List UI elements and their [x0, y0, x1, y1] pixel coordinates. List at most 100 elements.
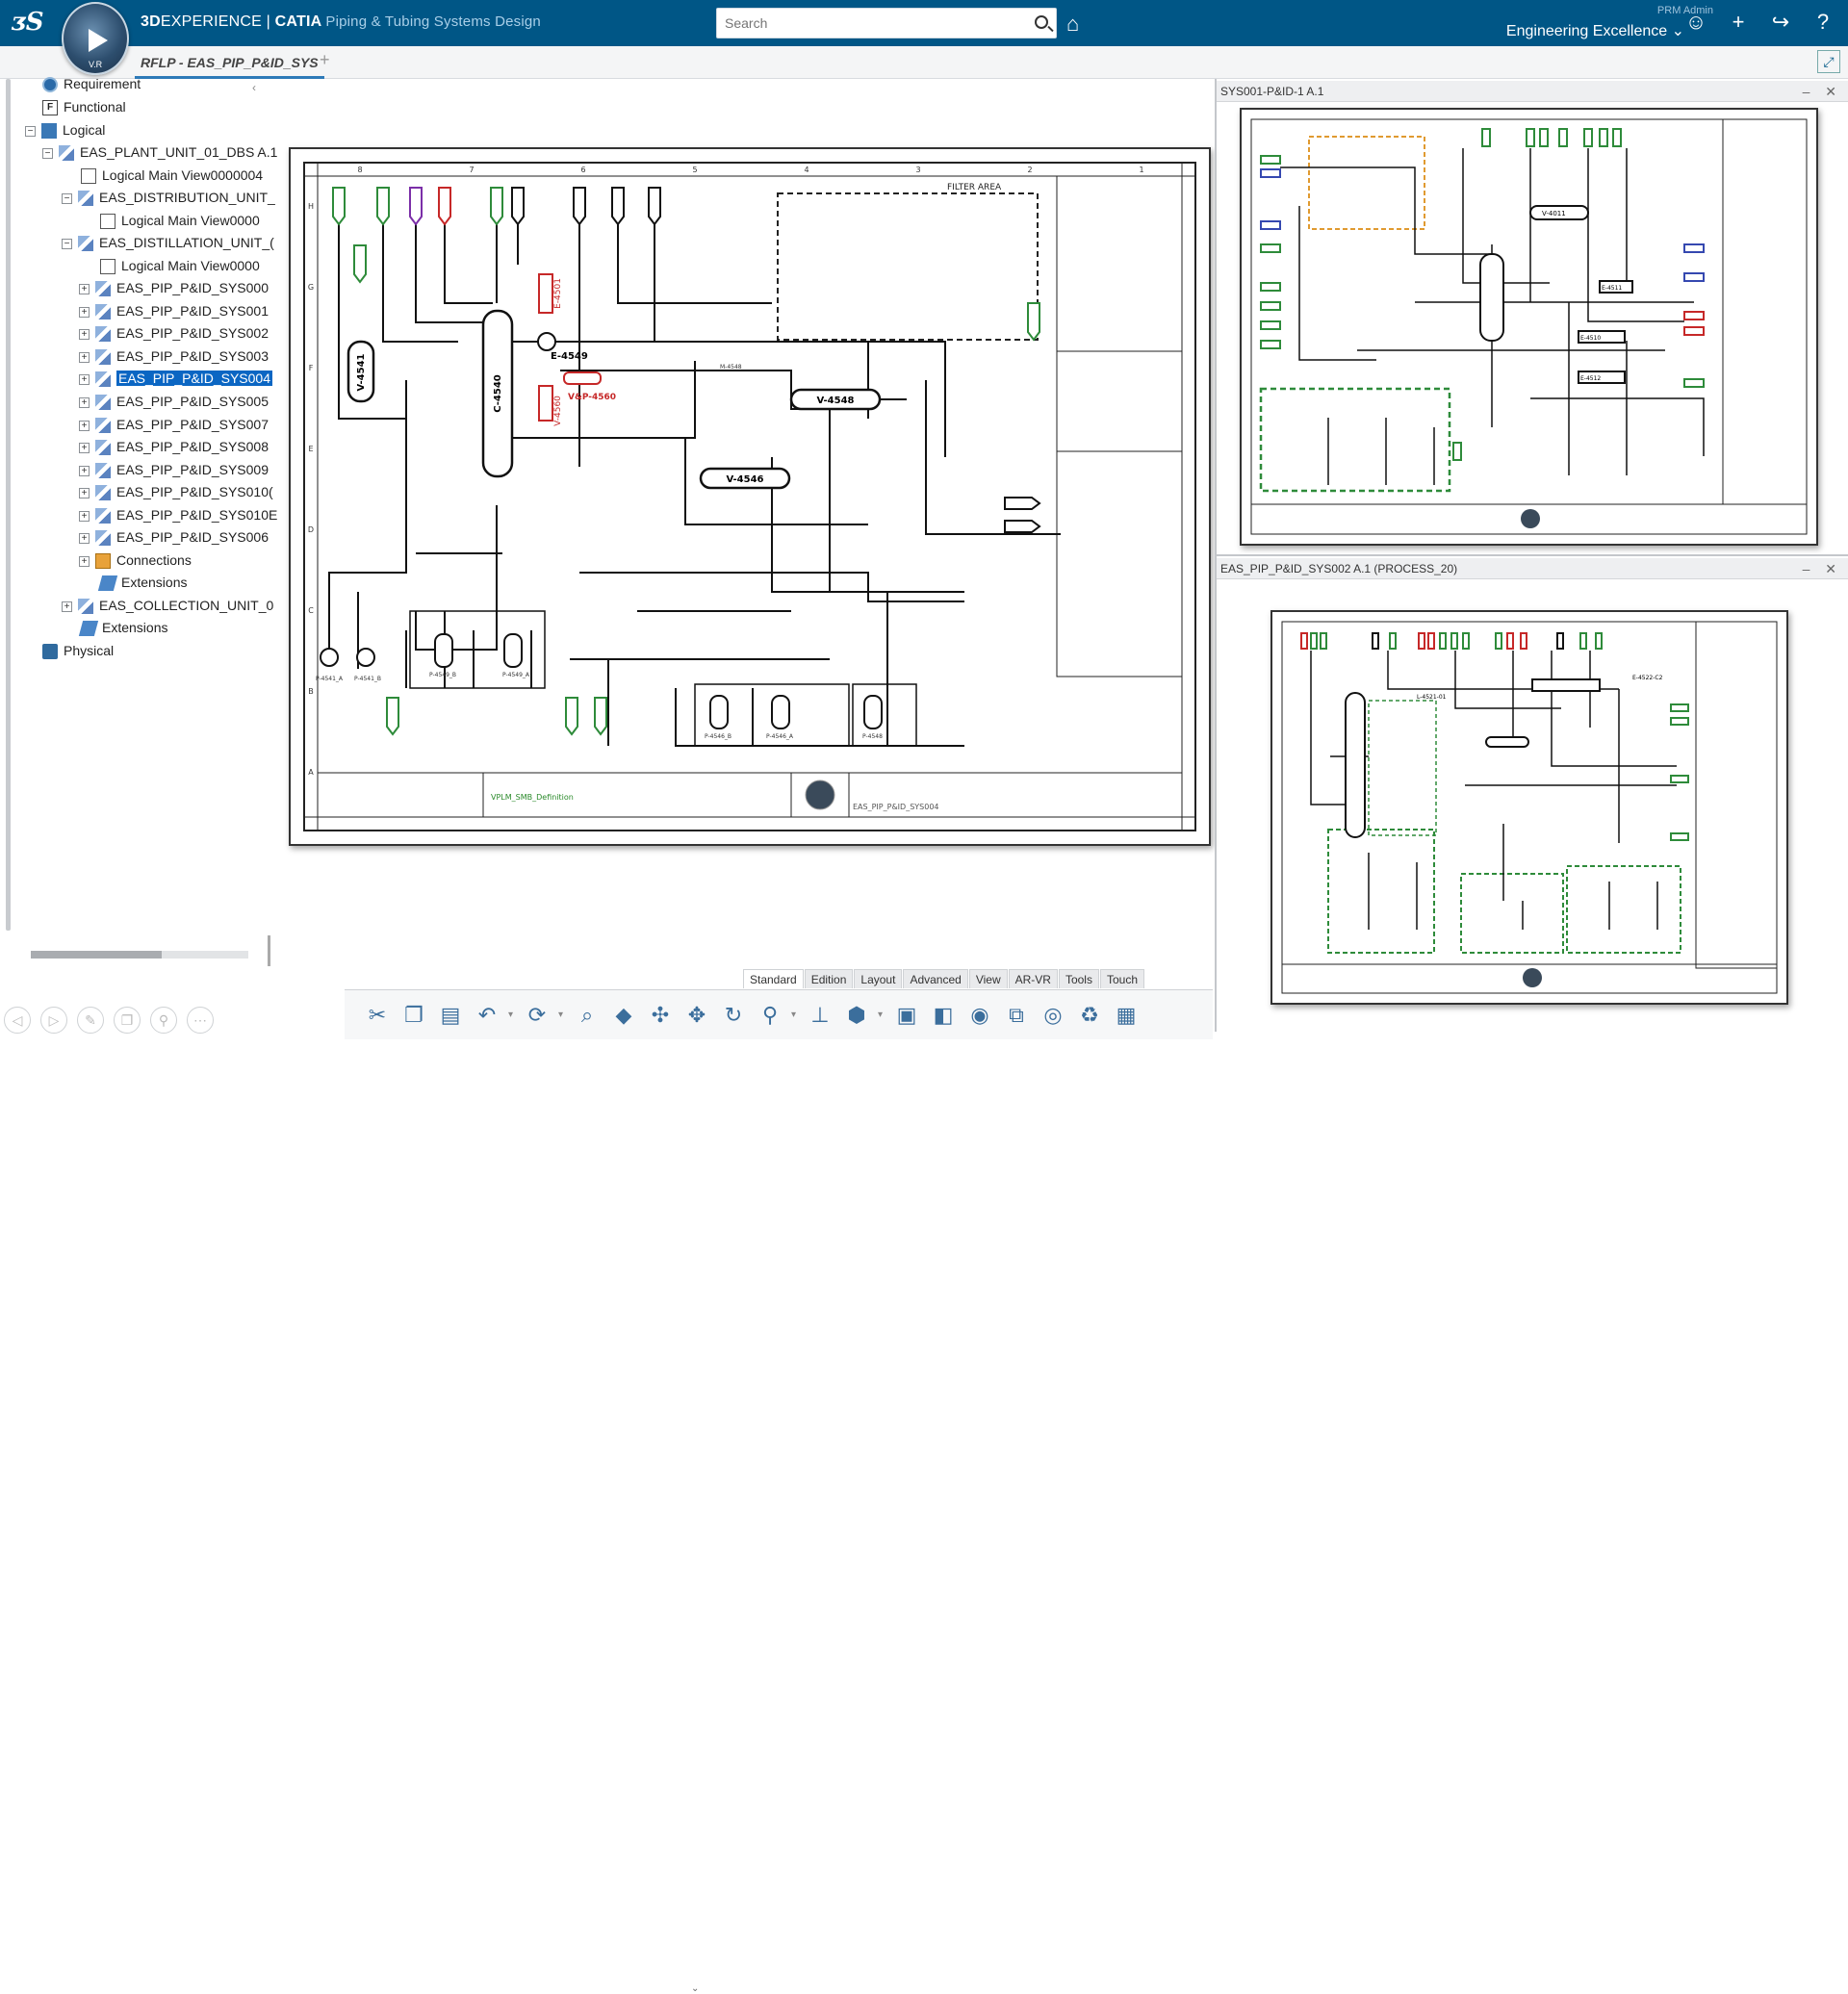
- tree-node-sys008[interactable]: +EAS_PIP_P&ID_SYS008: [79, 436, 269, 457]
- tree-node-sys010c[interactable]: +EAS_PIP_P&ID_SYS010(: [79, 481, 273, 502]
- tab-view[interactable]: View: [969, 969, 1008, 988]
- zoom-icon[interactable]: ⚲: [755, 999, 785, 1032]
- tree-node-distillation-unit[interactable]: −EAS_DISTILLATION_UNIT_(: [62, 232, 274, 253]
- collab-space-dropdown[interactable]: Engineering Excellence ⌄: [1502, 21, 1684, 40]
- tree-node-connections[interactable]: +Connections: [79, 550, 192, 571]
- collapse-icon[interactable]: −: [42, 148, 53, 159]
- measure-icon[interactable]: ◎: [1038, 999, 1068, 1032]
- tab-tools[interactable]: Tools: [1059, 969, 1099, 988]
- tree-node-sys001[interactable]: +EAS_PIP_P&ID_SYS001: [79, 300, 269, 321]
- shading-icon[interactable]: ◧: [928, 999, 959, 1032]
- sys001-drawing-sheet[interactable]: V-4011 E-4511 E-4510 E-4512: [1240, 108, 1818, 546]
- tree-node-physical[interactable]: Physical: [42, 640, 114, 661]
- compass-icon[interactable]: V.R: [62, 2, 129, 75]
- tree-node-sys010e[interactable]: +EAS_PIP_P&ID_SYS010E: [79, 504, 277, 525]
- rewind-icon[interactable]: ◁: [4, 1007, 31, 1034]
- tree-node-extensions[interactable]: Extensions: [100, 572, 187, 593]
- tab-edition[interactable]: Edition: [805, 969, 854, 988]
- user-icon[interactable]: ☺: [1682, 10, 1709, 35]
- tree-node-requirement[interactable]: Requirement: [42, 73, 141, 94]
- play-icon[interactable]: ▷: [40, 1007, 67, 1034]
- tab-touch[interactable]: Touch: [1100, 969, 1144, 988]
- tree-node-sys003[interactable]: +EAS_PIP_P&ID_SYS003: [79, 345, 269, 367]
- copy-icon[interactable]: ❐: [398, 999, 429, 1032]
- tree-vertical-scrollbar[interactable]: [6, 79, 11, 931]
- expand-icon[interactable]: +: [79, 284, 90, 294]
- fly-icon[interactable]: ⌕: [572, 999, 603, 1032]
- layer-icon[interactable]: ▣: [891, 999, 922, 1032]
- tree-node-plant-unit[interactable]: −EAS_PLANT_UNIT_01_DBS A.1: [42, 141, 277, 163]
- expand-icon[interactable]: +: [79, 421, 90, 431]
- tree-node-collection-unit[interactable]: +EAS_COLLECTION_UNIT_0: [62, 595, 273, 616]
- tab-rflp[interactable]: RFLP - EAS_PIP_P&ID_SYS: [135, 52, 324, 79]
- search-icon[interactable]: [1035, 15, 1048, 29]
- more-icon[interactable]: ⋯: [187, 1007, 214, 1034]
- pan-icon[interactable]: ✥: [681, 999, 712, 1032]
- fit-all-icon[interactable]: ✣: [645, 999, 676, 1032]
- expand-icon[interactable]: +: [79, 374, 90, 385]
- maximize-icon[interactable]: ⤢: [1817, 50, 1840, 73]
- copy-icon[interactable]: ❐: [114, 1007, 141, 1034]
- panel-controls[interactable]: – ✕: [1803, 558, 1842, 579]
- sys002-drawing-sheet[interactable]: E-4522-C2 L-4521-01: [1270, 610, 1788, 1005]
- search-input[interactable]: [717, 9, 1015, 38]
- expand-icon[interactable]: +: [79, 466, 90, 476]
- search-icon[interactable]: ⚲: [150, 1007, 177, 1034]
- tab-standard[interactable]: Standard: [743, 969, 804, 988]
- help-icon[interactable]: ?: [1810, 10, 1836, 35]
- add-tab-icon[interactable]: +: [320, 50, 330, 70]
- panel-resize-handle[interactable]: [268, 935, 270, 966]
- expand-icon[interactable]: +: [79, 488, 90, 498]
- pin-icon[interactable]: ⌄: [691, 1983, 699, 1994]
- expand-icon[interactable]: +: [79, 307, 90, 318]
- expand-icon[interactable]: +: [62, 601, 72, 612]
- tree-node-view[interactable]: Logical Main View0000: [100, 210, 260, 231]
- expand-icon[interactable]: +: [79, 352, 90, 363]
- tree-node-functional[interactable]: FFunctional: [42, 96, 126, 117]
- tree-node-sys007[interactable]: +EAS_PIP_P&ID_SYS007: [79, 414, 269, 435]
- panel-controls[interactable]: – ✕: [1803, 81, 1842, 102]
- swap-icon[interactable]: ⧉: [1001, 999, 1032, 1032]
- view-cube-icon[interactable]: ◆: [608, 999, 639, 1032]
- update-icon[interactable]: ⟳: [522, 999, 552, 1032]
- hide-show-icon[interactable]: ◉: [964, 999, 995, 1032]
- tree-node-sys006[interactable]: +EAS_PIP_P&ID_SYS006: [79, 526, 269, 548]
- grid-icon[interactable]: ▦: [1111, 999, 1142, 1032]
- tree-node-sys004[interactable]: +EAS_PIP_P&ID_SYS004: [79, 368, 272, 389]
- ds-logo-icon[interactable]: ᴣS: [12, 8, 46, 38]
- expand-icon[interactable]: +: [79, 511, 90, 522]
- tree-node-sys000[interactable]: +EAS_PIP_P&ID_SYS000: [79, 277, 269, 298]
- collapse-icon[interactable]: −: [62, 193, 72, 204]
- scrollbar-thumb[interactable]: [31, 951, 162, 959]
- rotate-icon[interactable]: ↻: [718, 999, 749, 1032]
- cut-icon[interactable]: ✂: [362, 999, 393, 1032]
- normal-view-icon[interactable]: ⊥: [805, 999, 835, 1032]
- share-icon[interactable]: ↪: [1767, 10, 1794, 35]
- expand-icon[interactable]: +: [79, 556, 90, 567]
- dropdown-arrow-icon[interactable]: ▾: [558, 1010, 566, 1020]
- play-icon[interactable]: [89, 29, 108, 52]
- add-icon[interactable]: +: [1725, 10, 1752, 35]
- undo-icon[interactable]: ↶: [472, 999, 502, 1032]
- expand-icon[interactable]: +: [79, 533, 90, 544]
- tag-icon[interactable]: ⌂: [1066, 12, 1079, 37]
- tree-node-sys002[interactable]: +EAS_PIP_P&ID_SYS002: [79, 322, 269, 344]
- tree-node-logical[interactable]: −Logical: [25, 119, 105, 141]
- tree-node-sys005[interactable]: +EAS_PIP_P&ID_SYS005: [79, 391, 269, 412]
- panel-title-sys001[interactable]: SYS001-P&ID-1 A.1 – ✕: [1217, 81, 1848, 102]
- tree-node-sys009[interactable]: +EAS_PIP_P&ID_SYS009: [79, 459, 269, 480]
- tree-node-distribution-unit[interactable]: −EAS_DISTRIBUTION_UNIT_: [62, 187, 275, 208]
- collapse-tree-icon[interactable]: ‹: [252, 81, 256, 94]
- pen-icon[interactable]: ✎: [77, 1007, 104, 1034]
- expand-icon[interactable]: +: [79, 397, 90, 408]
- horizontal-splitter[interactable]: [1217, 554, 1848, 556]
- tab-layout[interactable]: Layout: [854, 969, 902, 988]
- dropdown-arrow-icon[interactable]: ▾: [508, 1010, 516, 1020]
- tab-advanced[interactable]: Advanced: [903, 969, 967, 988]
- collapse-icon[interactable]: −: [62, 239, 72, 249]
- panel-title-sys002[interactable]: EAS_PIP_P&ID_SYS002 A.1 (PROCESS_20) – ✕: [1217, 558, 1848, 579]
- tab-ar-vr[interactable]: AR-VR: [1009, 969, 1058, 988]
- paste-icon[interactable]: ▤: [435, 999, 466, 1032]
- tree-node-extensions[interactable]: Extensions: [81, 617, 167, 638]
- dropdown-arrow-icon[interactable]: ▾: [791, 1010, 799, 1020]
